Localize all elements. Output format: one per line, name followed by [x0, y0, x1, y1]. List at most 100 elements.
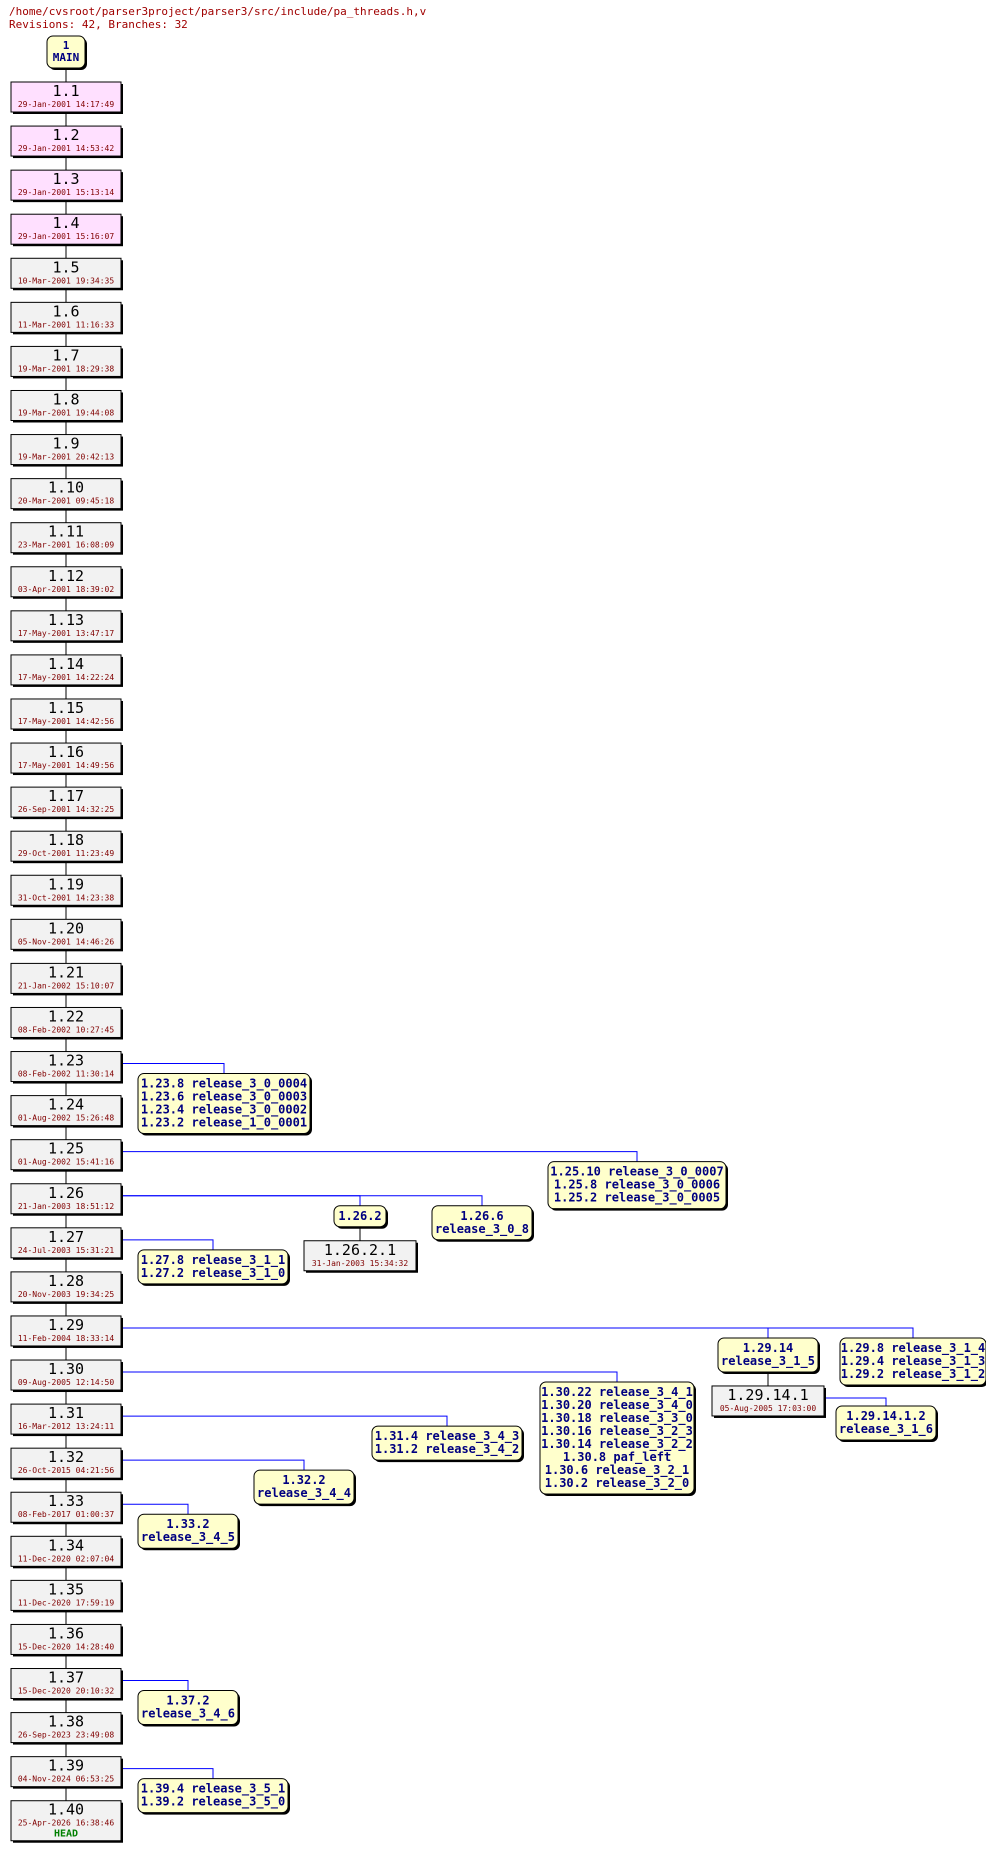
- revision-number: 1.15: [48, 699, 84, 717]
- tag-line: 1.39.4 release_3_5_1: [141, 1782, 286, 1797]
- tag-line: 1.29.14.1.2: [846, 1409, 925, 1423]
- revision-1-3: 1.329-Jan-2001 15:13:14: [10, 169, 123, 203]
- revision-1-32-frame: [10, 1447, 122, 1479]
- branch-tag-1-26-frame: [431, 1205, 533, 1241]
- revision-number: 1.14: [48, 655, 84, 673]
- branch-connector: [121, 1459, 305, 1471]
- revision-1-21-frame: [10, 962, 122, 994]
- revision-1-4-frame: [10, 213, 122, 245]
- revision-1-28-frame: [10, 1271, 122, 1303]
- revision-1-7: 1.719-Mar-2001 18:29:38: [10, 345, 123, 379]
- tag-line: 1.26.6: [460, 1209, 503, 1223]
- branch-tag-1-39-frame: [137, 1778, 289, 1814]
- main-name: MAIN: [53, 51, 80, 64]
- branch-tag-1-27: 1.27.8 release_3_1_11.27.2 release_3_1_0: [137, 1249, 290, 1286]
- tag-line: 1.25.10 release_3_0_0007: [550, 1165, 723, 1180]
- branch-tag-1-37-frame: [137, 1690, 239, 1726]
- revision-date: 26-Oct-2015 04:21:56: [18, 1466, 115, 1475]
- revision-number: 1.21: [48, 963, 84, 981]
- branch-tag-1-26: 1.26.2: [333, 1205, 388, 1229]
- revision-date: 05-Aug-2005 17:03:00: [720, 1404, 817, 1413]
- revision-1-6-frame: [10, 301, 122, 333]
- revision-1-36-frame: [10, 1623, 122, 1655]
- revision-date: 16-Mar-2012 13:24:11: [18, 1422, 115, 1431]
- branch-revision-1-26-2-1-frame: [303, 1240, 417, 1272]
- revision-number: 1.17: [48, 787, 84, 805]
- branch-tag-1-29-frame: [839, 1337, 986, 1386]
- tag-line: 1.37.2: [166, 1694, 209, 1708]
- revision-1-39-frame: [10, 1756, 122, 1788]
- revision-number: 1.10: [48, 479, 84, 497]
- revision-number: 1.19: [48, 875, 84, 893]
- revision-1-33-frame: [10, 1491, 122, 1523]
- revision-number: 1.13: [48, 611, 84, 629]
- revision-number: 1.23: [48, 1052, 84, 1070]
- revision-date: 31-Jan-2003 15:34:32: [312, 1259, 409, 1268]
- tag-line: 1.29.2 release_3_1_2: [841, 1367, 986, 1382]
- revision-1-5: 1.510-Mar-2001 19:34:35: [10, 257, 123, 291]
- tag-line: 1.29.4 release_3_1_3: [841, 1354, 986, 1369]
- revision-1-27-frame: [10, 1227, 122, 1259]
- branch-connector: [121, 1195, 483, 1206]
- revision-number: 1.31: [48, 1404, 84, 1422]
- revision-number: 1.39: [48, 1757, 84, 1775]
- revision-number: 1.5: [52, 258, 79, 276]
- tag-line: 1.39.2 release_3_5_0: [141, 1795, 286, 1810]
- revision-number: 1.9: [52, 435, 79, 453]
- revision-date: 23-Mar-2001 16:08:09: [18, 541, 115, 550]
- revision-1-10-frame: [10, 478, 122, 510]
- revision-date: 11-Feb-2004 18:33:14: [18, 1334, 115, 1343]
- revision-date: 05-Nov-2001 14:46:26: [18, 937, 115, 946]
- revision-date: 19-Mar-2001 18:29:38: [18, 364, 115, 373]
- file-header: /home/cvsroot/parser3project/parser3/src…: [9, 5, 426, 31]
- branch-connector: [121, 1371, 618, 1383]
- revision-1-11-frame: [10, 522, 122, 554]
- revision-number: 1.30: [48, 1360, 84, 1378]
- branch-tag-1-32-frame: [253, 1469, 355, 1505]
- revision-1-17-frame: [10, 786, 122, 818]
- branch-revision-1-29-14-1-frame: [711, 1385, 825, 1417]
- branch-tag-1-39: 1.39.4 release_3_5_11.39.2 release_3_5_0: [137, 1778, 290, 1815]
- revision-1-34-frame: [10, 1535, 122, 1567]
- revision-number: 1.3: [52, 170, 79, 188]
- branch-connector: [121, 1151, 638, 1162]
- tag-line: 1.30.20 release_3_4_0: [541, 1398, 693, 1413]
- tag-line: 1.25.8 release_3_0_0006: [554, 1178, 720, 1193]
- revision-number: 1.37: [48, 1669, 84, 1687]
- revision-1-9: 1.919-Mar-2001 20:42:13: [10, 434, 123, 467]
- revision-date: 17-May-2001 14:49:56: [18, 761, 115, 770]
- revision-date: 31-Oct-2001 14:23:38: [18, 893, 115, 902]
- revision-date: 21-Jan-2002 15:10:07: [18, 981, 115, 990]
- revision-date: 10-Mar-2001 19:34:35: [18, 276, 115, 285]
- revision-1-22-frame: [10, 1006, 122, 1038]
- revision-1-30-frame: [10, 1359, 122, 1391]
- revision-date: 19-Mar-2001 20:42:13: [18, 453, 115, 462]
- tag-line: 1.30.22 release_3_4_1: [541, 1385, 693, 1400]
- tag-line: 1.25.2 release_3_0_0005: [554, 1191, 720, 1206]
- revision-1-24-frame: [10, 1095, 122, 1127]
- revision-date: 29-Jan-2001 15:13:14: [18, 188, 115, 197]
- branch-connector: [121, 1327, 769, 1338]
- revision-number: 1.2: [52, 126, 79, 144]
- branch-connector: [121, 1503, 189, 1515]
- revision-number: 1.28: [48, 1272, 84, 1290]
- tag-line: 1.30.14 release_3_2_2: [541, 1437, 693, 1452]
- revision-1-16-frame: [10, 742, 122, 774]
- branch-connector: [121, 1327, 914, 1338]
